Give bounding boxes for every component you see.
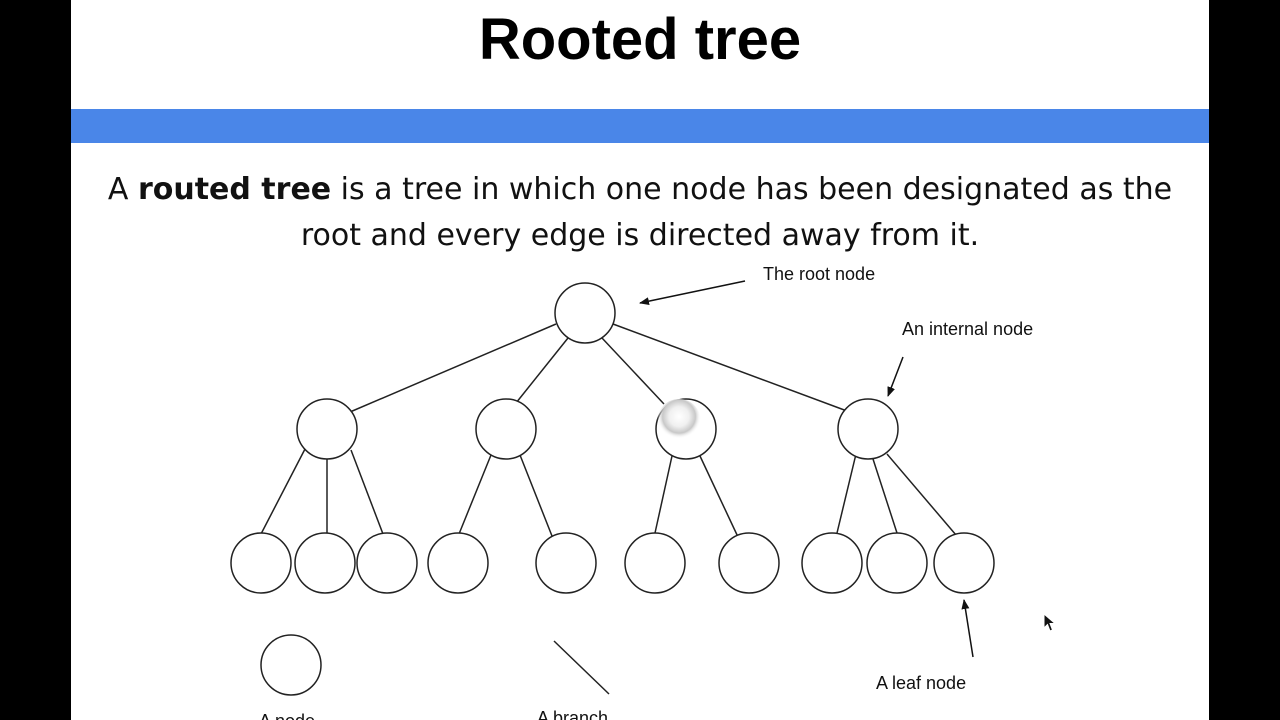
tree-edge [349,323,557,413]
definition-term: routed tree [137,172,332,207]
tree-edge [260,448,306,535]
internal-node [296,398,358,460]
branch-legend-label: A branch [537,708,608,720]
legend-branch [553,640,610,695]
mouse-cursor-icon [1043,613,1057,632]
tree-edge [515,337,569,404]
tree-edge [612,323,848,412]
definition-line-1: A routed tree is a tree in which one nod… [71,167,1209,213]
internal-node [837,398,899,460]
tree-edge [601,337,665,405]
leaf-node [356,532,418,594]
leaf-node [294,532,356,594]
leaf-node [933,532,995,594]
tree-edge [836,453,857,534]
tree-edge [699,455,739,538]
definition-prefix: A [107,172,138,207]
leaf-node [230,532,292,594]
click-highlight [657,399,701,443]
leaf-node [801,532,863,594]
definition-line-2: root and every edge is directed away fro… [300,218,980,253]
leaf-node [718,532,780,594]
leaf-node [427,532,489,594]
root-node [554,282,616,344]
leaf-node [624,532,686,594]
tree-edge [350,449,384,535]
root-arrow [639,280,746,306]
tree-edge [872,458,898,534]
internal-node [475,398,537,460]
leaf-node-label: A leaf node [876,673,966,693]
leaf-node [535,532,597,594]
definition-text: A routed tree is a tree in which one nod… [71,167,1209,259]
slide-title: Rooted tree [478,7,802,72]
tree-edge [654,455,673,534]
definition-suffix: is a tree in which one node has been des… [331,172,1173,207]
legend-node [260,634,322,696]
root-node-label: The root node [763,264,875,284]
internal-node-label: An internal node [902,319,1033,339]
leaf-arrow [961,599,974,658]
tree-edge [519,454,553,537]
internal-arrow [887,356,904,397]
leaf-node [866,532,928,594]
node-legend-label: A node [259,711,315,720]
accent-bar [71,109,1209,143]
tree-edge [458,454,492,535]
slide: Rooted tree A routed tree is a tree in w… [71,0,1209,720]
tree-edge [886,453,957,536]
